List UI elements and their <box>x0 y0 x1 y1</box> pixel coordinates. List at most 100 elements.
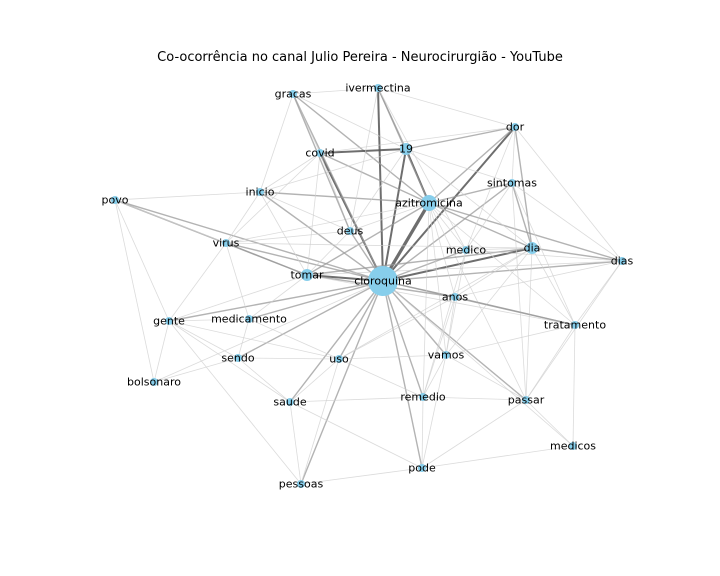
node-medicamento <box>245 315 253 323</box>
edge-remedio-pode <box>421 396 424 469</box>
edge-vamos-passar <box>445 354 527 401</box>
edge-anos-remedio <box>422 296 456 398</box>
node-label-inicio: inicio <box>246 186 275 199</box>
edge-gente-saude <box>168 320 291 403</box>
edge-tratamento-passar <box>525 324 576 401</box>
edge-gente-pessoas <box>168 320 302 485</box>
edge-gracas-ivermectina <box>292 87 379 95</box>
edge-azitromicina-anos <box>428 202 456 298</box>
edge-azitromicina-tomar <box>306 202 430 276</box>
edge-dia-sintomas <box>511 182 533 249</box>
edge-dia-anos <box>454 247 533 298</box>
edge-cloroquina-pode <box>382 280 423 469</box>
edge-covid-inicio <box>259 152 321 193</box>
edge-sintomas-dias <box>511 182 623 262</box>
node-label-sendo: sendo <box>221 352 254 365</box>
node-label-ivermectina: ivermectina <box>345 82 410 95</box>
edge-tomar-gente <box>168 274 308 322</box>
node-medico <box>462 246 470 254</box>
edge-dia-virus <box>225 242 533 249</box>
edge-covid-dor <box>319 126 516 154</box>
node-covid <box>316 149 324 157</box>
edge-sendo-bolsonaro <box>153 357 239 383</box>
edge-pessoas-uso <box>300 358 340 485</box>
node-label-tomar: tomar <box>290 269 323 282</box>
edge-19-ivermectina <box>377 87 407 150</box>
edge-cloroquina-dor <box>382 126 516 282</box>
node-label-saude: saude <box>273 396 306 409</box>
edge-dias-anos <box>454 260 623 298</box>
edge-azitromicina-inicio <box>259 191 430 204</box>
edge-gente-virus <box>168 242 227 322</box>
figure-title: Co-ocorrência no canal Julio Pereira - N… <box>157 50 563 65</box>
edge-azitromicina-sintomas <box>428 182 513 204</box>
edge-gracas-inicio <box>259 93 294 193</box>
node-label-sintomas: sintomas <box>487 177 537 190</box>
node-dor <box>511 123 519 131</box>
node-pode <box>418 464 426 472</box>
node-label-medico: medico <box>446 244 487 257</box>
node-label-passar: passar <box>508 394 545 407</box>
node-dias <box>618 257 626 265</box>
edge-remedio-passar <box>422 396 527 401</box>
edge-medico-remedio <box>422 249 467 398</box>
node-label-pessoas: pessoas <box>279 478 324 491</box>
node-label-19: 19 <box>399 143 413 156</box>
edge-cloroquina-sintomas <box>382 182 513 282</box>
edge-19-inicio <box>259 148 407 193</box>
edge-cloroquina-pessoas <box>300 280 384 485</box>
node-label-tratamento: tratamento <box>544 319 606 332</box>
edge-azitromicina-tratamento <box>428 202 576 326</box>
edge-anos-uso <box>338 296 456 360</box>
node-virus <box>222 239 230 247</box>
edge-medicamento-virus <box>225 242 250 320</box>
edge-dor-ivermectina <box>377 87 516 128</box>
node-inicio <box>256 188 264 196</box>
edge-tratamento-vamos <box>445 324 576 356</box>
edge-azitromicina-dias <box>428 202 623 262</box>
edge-gente-povo <box>114 199 170 322</box>
node-label-remedio: remedio <box>400 391 446 404</box>
edge-cloroquina-medicamento <box>248 280 384 320</box>
edge-dias-medico <box>465 249 623 262</box>
edge-cloroquina-saude <box>289 280 384 403</box>
edge-povo-virus <box>114 199 227 244</box>
edge-povo-bolsonaro <box>114 199 155 383</box>
node-pessoas <box>297 480 305 488</box>
edge-pode-passar <box>421 399 527 469</box>
edge-medico-vamos <box>445 249 467 356</box>
node-sintomas <box>508 179 516 187</box>
node-label-dia: dia <box>524 242 541 255</box>
edge-azitromicina-deus <box>349 202 430 232</box>
edge-remedio-saude <box>289 396 424 403</box>
edge-azitromicina-dia <box>428 202 533 249</box>
edge-povo-inicio <box>114 191 261 201</box>
edge-virus-inicio <box>225 191 261 244</box>
edge-cloroquina-bolsonaro <box>153 280 384 383</box>
edge-azitromicina-dor <box>428 126 516 204</box>
node-cloroquina <box>368 266 398 296</box>
node-label-povo: povo <box>102 194 129 207</box>
edge-vamos-uso <box>338 354 447 360</box>
edge-cloroquina-inicio <box>259 191 384 282</box>
edge-vamos-remedio <box>422 354 447 398</box>
edge-pode-medicos <box>421 445 574 469</box>
edge-dia-passar <box>525 247 533 401</box>
edge-gente-sendo <box>168 320 239 359</box>
node-sendo <box>234 354 242 362</box>
edge-ivermectina-deus <box>349 87 379 232</box>
node-dia <box>526 242 538 254</box>
edge-dor-sintomas <box>511 126 516 184</box>
edge-dia-tratamento <box>531 247 576 326</box>
edge-tomar-covid <box>306 152 321 276</box>
node-label-virus: virus <box>213 237 240 250</box>
edge-cloroquina-ivermectina <box>377 87 384 282</box>
edge-gracas-deus <box>292 93 351 232</box>
edge-sintomas-passar <box>511 182 527 401</box>
edge-azitromicina-medico <box>428 202 467 251</box>
edge-azitromicina-covid <box>319 152 430 204</box>
node-label-gente: gente <box>153 315 185 328</box>
edge-virus-deus <box>225 230 351 244</box>
edge-19-deus <box>349 148 407 232</box>
edge-19-dia <box>405 148 533 249</box>
